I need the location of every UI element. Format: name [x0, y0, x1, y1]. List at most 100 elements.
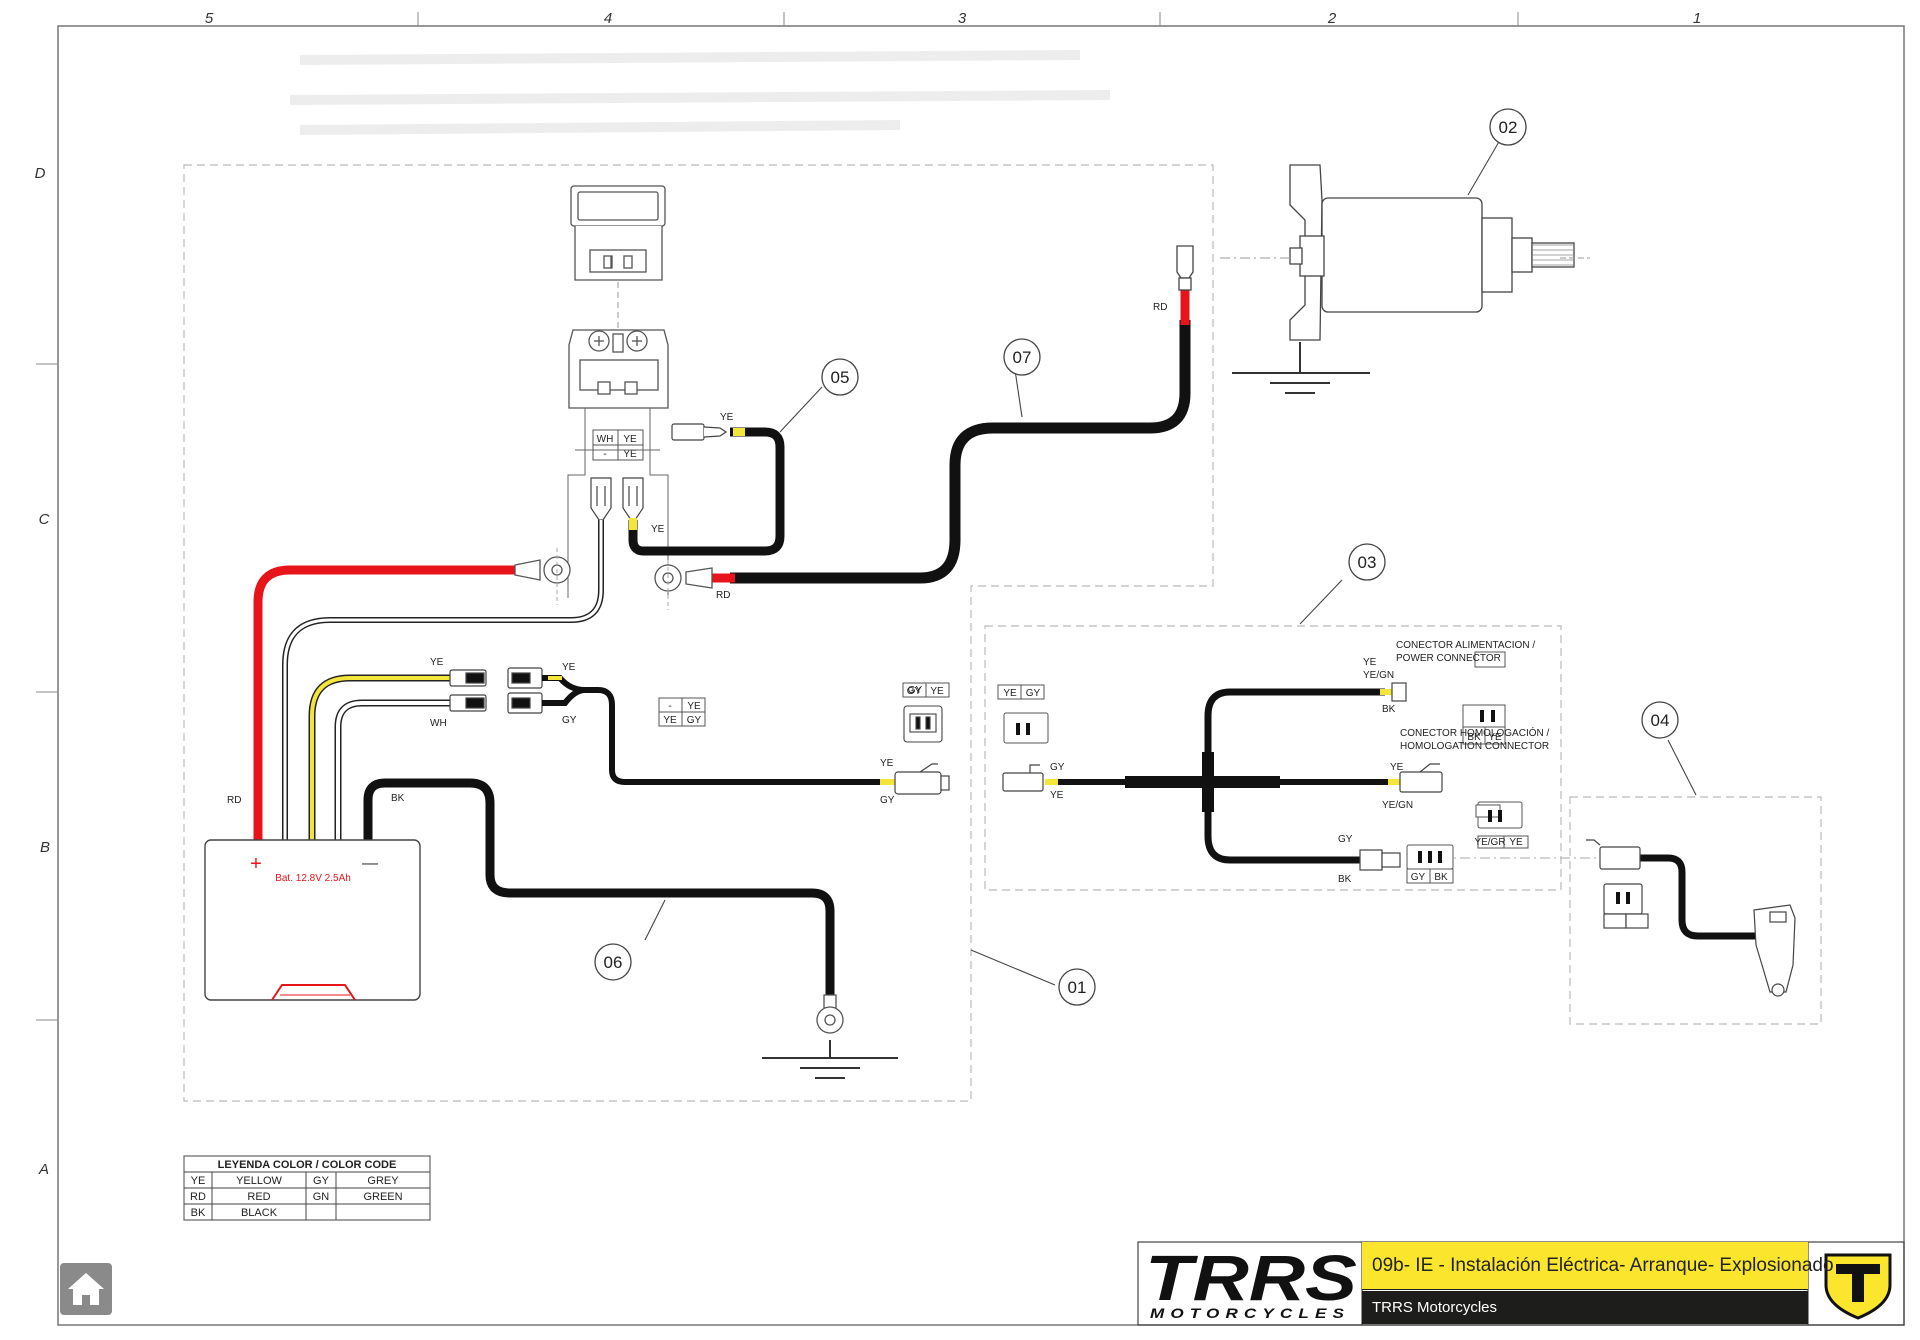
callout-label: 06: [604, 953, 623, 972]
callout-01: [1058, 968, 1096, 1006]
wire-label: YE: [1390, 762, 1404, 773]
pin-label: GY: [908, 685, 923, 696]
svg-text:TRRS: TRRS: [1145, 1242, 1357, 1314]
legend-cell: GN: [313, 1191, 330, 1203]
row-label: B: [40, 839, 50, 856]
wire-label: RD: [716, 590, 730, 601]
battery-ground-wire-06: [363, 778, 835, 1000]
wire-label: WH: [430, 718, 447, 729]
pin-label: YE: [687, 701, 701, 712]
legend-cell: GY: [313, 1175, 330, 1187]
relay-pin-table: [592, 429, 644, 461]
company-name: TRRS Motorcycles: [1362, 1291, 1808, 1324]
pin-label: YE: [1003, 688, 1017, 699]
row-label: A: [38, 1161, 49, 1178]
legend-cell: BLACK: [241, 1207, 278, 1219]
pin-label: GY: [1026, 688, 1041, 699]
wire-label: GY: [562, 715, 577, 726]
motor-terminal: [1176, 245, 1194, 291]
assembly-01-boundary: [183, 164, 1214, 1102]
wire-label: YE: [430, 657, 444, 668]
pin-label: WH: [597, 434, 614, 445]
svg-text:MOTORCYCLES: MOTORCYCLES: [1150, 1305, 1350, 1321]
wire-label: BK: [1338, 874, 1352, 885]
faint-watermark: [289, 50, 1111, 135]
ground-icon: [1232, 342, 1370, 394]
home-button[interactable]: [60, 1263, 112, 1315]
wire-label: RD: [1153, 302, 1167, 313]
grey-yellow-wire: [542, 675, 880, 785]
connector-title: CONECTOR HOMOLOGACIÓN /: [1400, 726, 1549, 739]
legend-cell: GREY: [367, 1175, 399, 1187]
legend-cell: BK: [191, 1207, 206, 1219]
position-sensor: [1753, 904, 1796, 997]
ring-terminal: [654, 564, 713, 592]
sensor-connector: [1586, 839, 1649, 929]
drawing-title: 09b- IE - Instalación Eléctrica- Arranqu…: [1362, 1242, 1834, 1290]
pin-label: GY: [1411, 872, 1426, 883]
legend-cell: RED: [247, 1191, 270, 1203]
wire-label: GY: [1050, 762, 1065, 773]
pin-label: BK: [1434, 872, 1448, 883]
drawing-frame: [57, 25, 1905, 1326]
callout-label: 03: [1358, 553, 1377, 572]
pin-label: YE: [623, 449, 637, 460]
sensor-cable-04: [1640, 854, 1760, 940]
connector-face: [903, 705, 943, 743]
column-label: 5: [205, 10, 214, 27]
wire-label: YE: [1363, 657, 1377, 668]
ground-icon: [762, 1040, 898, 1079]
wire-label: YE: [1050, 790, 1064, 801]
callout-04: [1641, 701, 1679, 739]
pin-table: [997, 651, 1529, 884]
callout-06: [594, 943, 632, 981]
pin-label: -: [603, 449, 606, 460]
starter-cable-07: [730, 320, 1191, 584]
wire-label: BK: [391, 793, 405, 804]
callout-label: 05: [831, 368, 850, 387]
wire-label: YE: [562, 662, 576, 673]
battery: [204, 839, 421, 1001]
column-label: 1: [1693, 10, 1701, 27]
pin-table: [658, 682, 950, 727]
wire-label: BK: [1382, 704, 1396, 715]
callout-label: 02: [1499, 118, 1518, 137]
legend-title: LEYENDA COLOR / COLOR CODE: [218, 1159, 397, 1171]
row-label: C: [39, 511, 50, 528]
column-label: 3: [958, 10, 967, 27]
wire-label: YE: [720, 412, 734, 423]
home-icon: [68, 1273, 104, 1305]
battery-spec: Bat. 12.8V 2.5Ah: [275, 873, 351, 884]
relay-cover: [570, 185, 666, 281]
column-label: 2: [1327, 10, 1337, 27]
relay-wire-05: [628, 427, 785, 556]
legend-cell: YELLOW: [236, 1175, 282, 1187]
row-label: D: [35, 165, 46, 182]
pin-label: BK: [1467, 732, 1481, 743]
callout-label: 01: [1068, 978, 1087, 997]
callout-label: 07: [1013, 348, 1032, 367]
battery-connectors: [449, 667, 543, 714]
wire-label: YE/GN: [1382, 800, 1413, 811]
wire-label: RD: [227, 795, 241, 806]
pin-label: YE: [930, 686, 944, 697]
callout-label: 04: [1651, 711, 1670, 730]
red-battery-wire: [253, 565, 515, 840]
callout-05: [821, 358, 859, 396]
pin-label: YE: [1488, 732, 1502, 743]
wire-label: GY: [880, 795, 895, 806]
assembly-03-boundary: [984, 625, 1562, 891]
assembly-04-boundary: [1569, 796, 1822, 1025]
title-block-text: 09b- IE - Instalación Eléctrica- Arranqu…: [1362, 1242, 1834, 1324]
spade-terminals: [590, 477, 644, 521]
callout-02: [1489, 108, 1527, 146]
trrs-logo: TRRS MOTORCYCLES: [1145, 1242, 1357, 1321]
pin-label: GY: [907, 686, 922, 697]
pin-label: YE: [623, 434, 637, 445]
connector-title: POWER CONNECTOR: [1396, 653, 1501, 664]
wire-label: YE: [880, 758, 894, 769]
connector-title: HOMOLOGATION CONNECTOR: [1400, 741, 1549, 752]
female-connector: [671, 423, 728, 441]
callout-07: [1003, 338, 1041, 376]
starter-motor: [1289, 164, 1575, 341]
